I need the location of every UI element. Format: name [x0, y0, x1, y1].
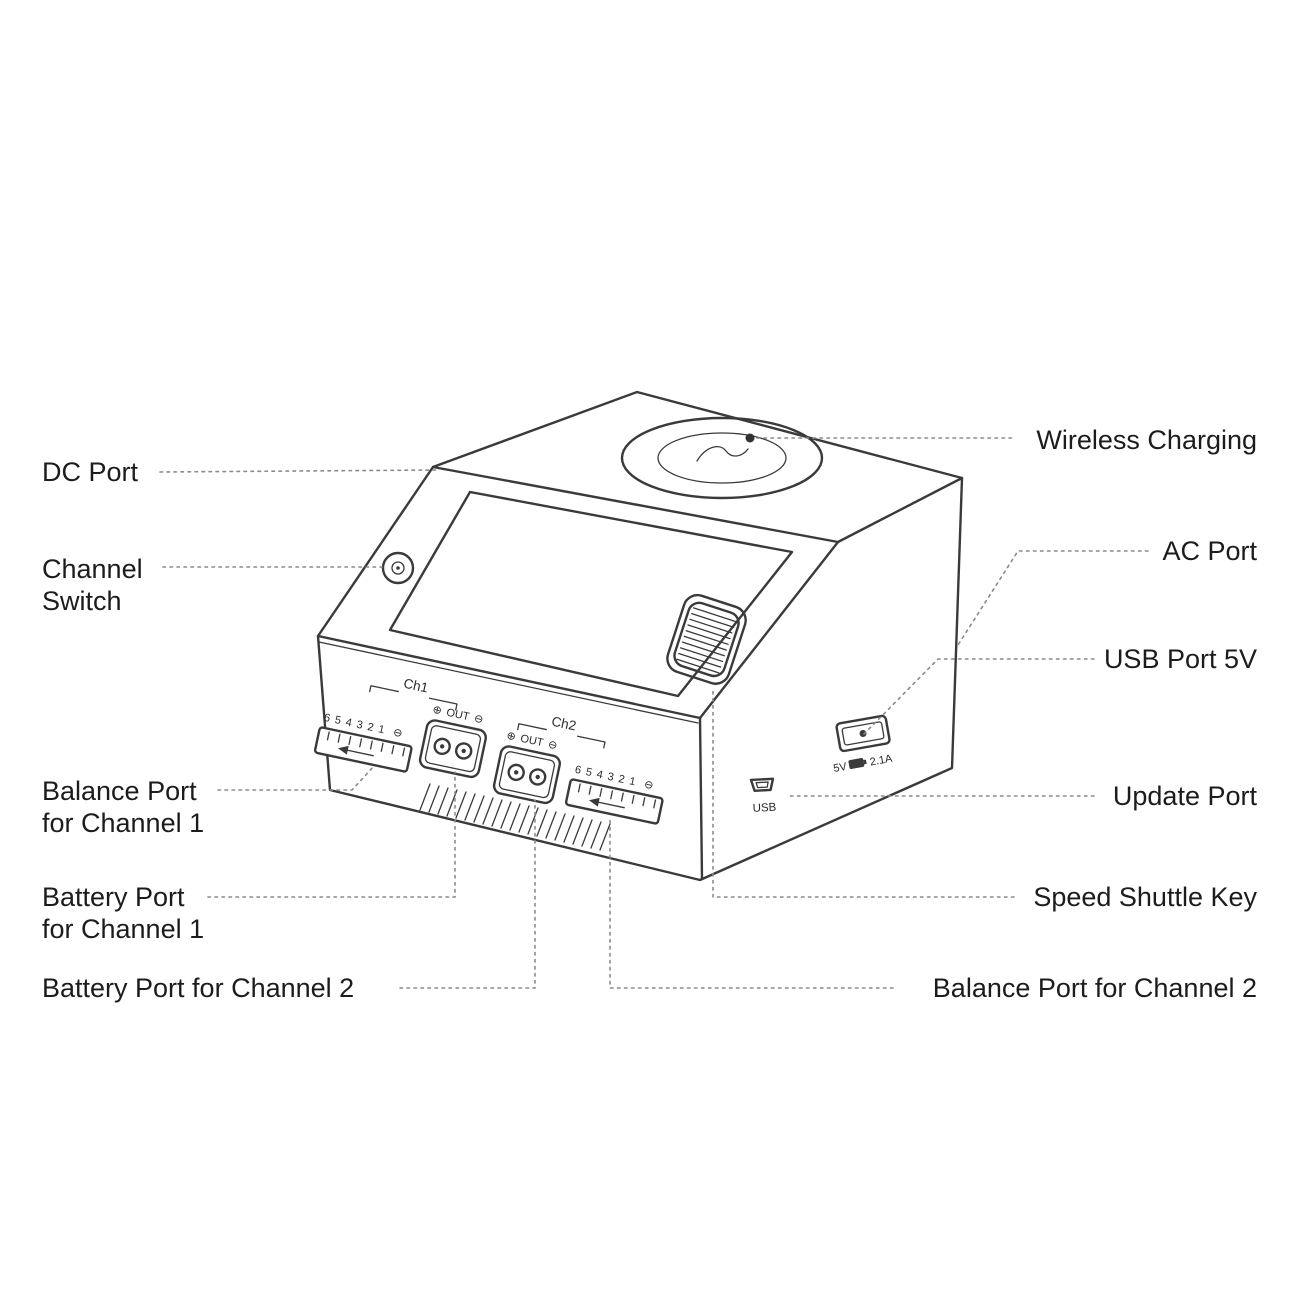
label-ac-port: AC Port	[1162, 536, 1257, 566]
ch1-group-label: Ch1	[369, 676, 458, 711]
brand-logo-icon	[696, 446, 749, 462]
minus-symbol: ⊖	[643, 778, 655, 792]
leader-speed-shuttle	[712, 689, 1015, 898]
wireless-charging-pad	[620, 416, 824, 500]
leader-battery-ch1	[207, 771, 456, 898]
ch2-bracket	[517, 723, 606, 749]
device-screen	[388, 490, 794, 698]
out-ch2-label: ⊕OUT⊖	[505, 730, 558, 752]
battery-port-ch2: ⊕OUT⊖	[492, 730, 561, 805]
balance-port-ch2: 654321⊖	[564, 764, 664, 825]
out-text: OUT	[445, 707, 470, 724]
device-body: Ch1 654321⊖ ⊕OUT⊖ Ch2	[313, 390, 964, 882]
leader-balance-ch2	[609, 817, 894, 989]
plus-symbol: ⊕	[505, 730, 517, 744]
wheel-knurling	[676, 607, 737, 674]
leader-dc-port	[159, 469, 438, 473]
insert-arrow-head	[337, 745, 349, 755]
leader-ac-port	[957, 550, 1149, 646]
leader-end-dot	[859, 729, 867, 737]
minus-symbol: ⊖	[547, 739, 559, 753]
callout-leaders	[159, 433, 1149, 989]
usb-a-port	[835, 714, 891, 753]
label-update-port: Update Port	[1113, 781, 1258, 811]
ch1-label: Ch1	[402, 676, 429, 696]
label-channel-switch-line1: Channel	[42, 554, 143, 584]
usb-current-label: 2.1A	[869, 753, 894, 769]
vent-grille	[419, 783, 611, 851]
insert-arrow-head	[588, 797, 600, 807]
speed-shuttle-wheel	[666, 593, 747, 685]
label-balance-port-ch1-line1: Balance Port	[42, 776, 197, 806]
label-balance-port-ch1-line2: for Channel 1	[42, 808, 204, 838]
out-text: OUT	[519, 733, 544, 750]
label-speed-shuttle-key: Speed Shuttle Key	[1033, 882, 1257, 912]
label-channel-switch-line2: Switch	[42, 586, 122, 616]
insert-arrow	[596, 801, 625, 809]
battery-icon	[848, 757, 865, 769]
ch2-label: Ch2	[550, 714, 577, 734]
label-battery-port-ch1-line2: for Channel 1	[42, 914, 204, 944]
usb-voltage-label: 5V	[832, 761, 848, 775]
ch2-group-label: Ch2	[517, 714, 606, 749]
label-usb-port-5v: USB Port 5V	[1104, 644, 1257, 674]
callout-labels: DC Port Channel Switch Balance Port for …	[42, 425, 1257, 1003]
minus-symbol: ⊖	[392, 726, 404, 740]
balance-pin-slots	[326, 731, 406, 757]
leader-balance-ch1	[217, 765, 375, 791]
label-battery-port-ch2: Battery Port for Channel 2	[42, 973, 354, 1003]
leader-usb-5v	[863, 658, 1095, 735]
ch1-bracket	[369, 685, 458, 711]
label-balance-port-ch2: Balance Port for Channel 2	[933, 973, 1257, 1003]
wireless-leader-dot	[745, 433, 755, 443]
plus-symbol: ⊕	[431, 704, 443, 718]
channel-switch-button	[381, 551, 415, 585]
device-edges	[316, 465, 964, 881]
balance-pin-slots	[577, 783, 657, 809]
usb-power-rating: 5V 2.1A	[832, 753, 893, 775]
label-wireless-charging: Wireless Charging	[1036, 425, 1257, 455]
battery-icon-nub	[863, 759, 867, 765]
insert-arrow	[345, 749, 374, 757]
minus-symbol: ⊖	[473, 713, 485, 727]
out-ch1-label: ⊕OUT⊖	[431, 704, 484, 726]
leader-battery-ch2	[399, 799, 536, 989]
update-port-micro-usb: USB	[749, 777, 777, 815]
label-dc-port: DC Port	[42, 457, 139, 487]
battery-port-ch1: ⊕OUT⊖	[418, 704, 487, 779]
label-battery-port-ch1-line1: Battery Port	[42, 882, 185, 912]
usb-port-label: USB	[752, 802, 777, 815]
